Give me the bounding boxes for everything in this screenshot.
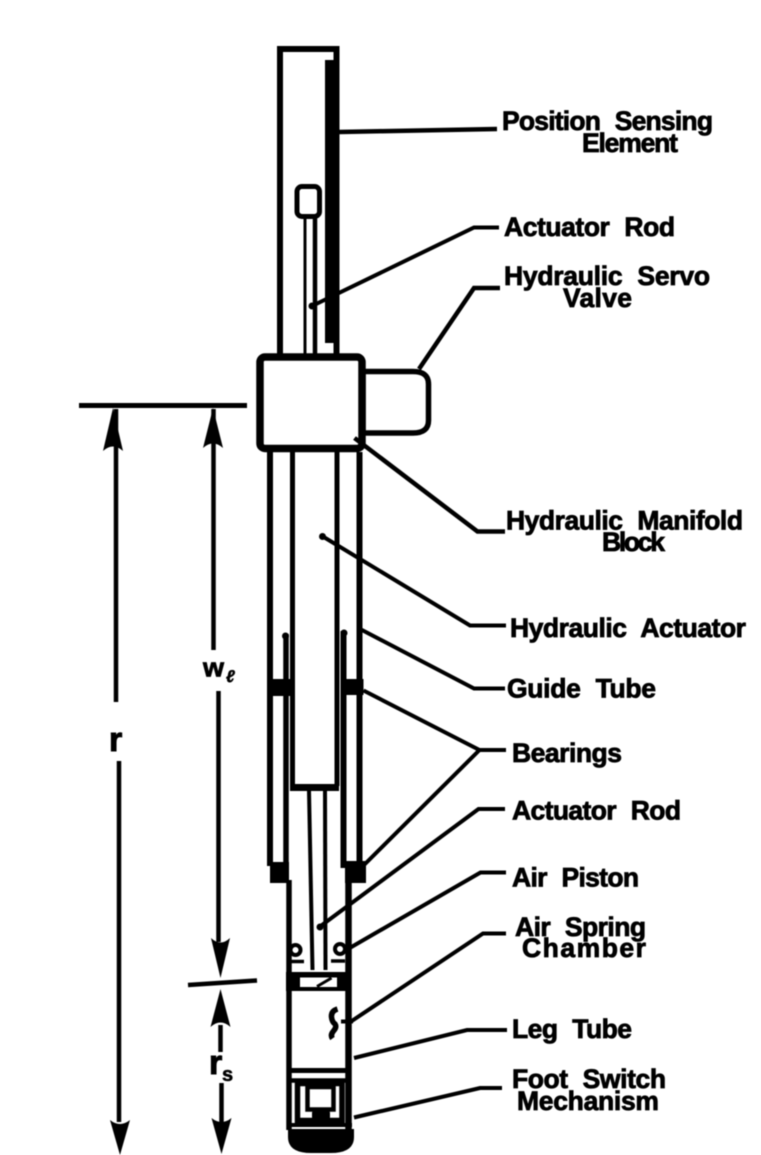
svg-text:ℓ: ℓ	[226, 667, 235, 686]
svg-text:r: r	[109, 721, 122, 759]
svg-text:Hydraulic Actuator: Hydraulic Actuator	[510, 613, 746, 643]
svg-text:w: w	[202, 653, 225, 683]
svg-text:Guide Tube: Guide Tube	[507, 674, 656, 704]
svg-text:Air Spring: Air Spring	[515, 912, 646, 942]
svg-text:Hydraulic Manifold: Hydraulic Manifold	[506, 506, 743, 536]
svg-text:Valve: Valve	[563, 283, 632, 313]
svg-text:Position Sensing: Position Sensing	[502, 106, 713, 136]
svg-text:Chamber: Chamber	[522, 933, 646, 963]
svg-text:Block: Block	[602, 527, 665, 557]
svg-text:Actuator Rod: Actuator Rod	[504, 212, 675, 242]
svg-text:Bearings: Bearings	[512, 738, 622, 768]
svg-text:Mechanism: Mechanism	[517, 1086, 659, 1116]
svg-text:Actuator Rod: Actuator Rod	[512, 796, 681, 826]
svg-text:Element: Element	[582, 128, 678, 158]
svg-text:Leg Tube: Leg Tube	[512, 1014, 632, 1044]
svg-text:r: r	[209, 1044, 222, 1082]
svg-text:Air Piston: Air Piston	[512, 863, 639, 893]
svg-text:Hydraulic Servo: Hydraulic Servo	[504, 261, 710, 291]
svg-text:s: s	[222, 1064, 233, 1086]
svg-text:Foot Switch: Foot Switch	[512, 1064, 666, 1094]
